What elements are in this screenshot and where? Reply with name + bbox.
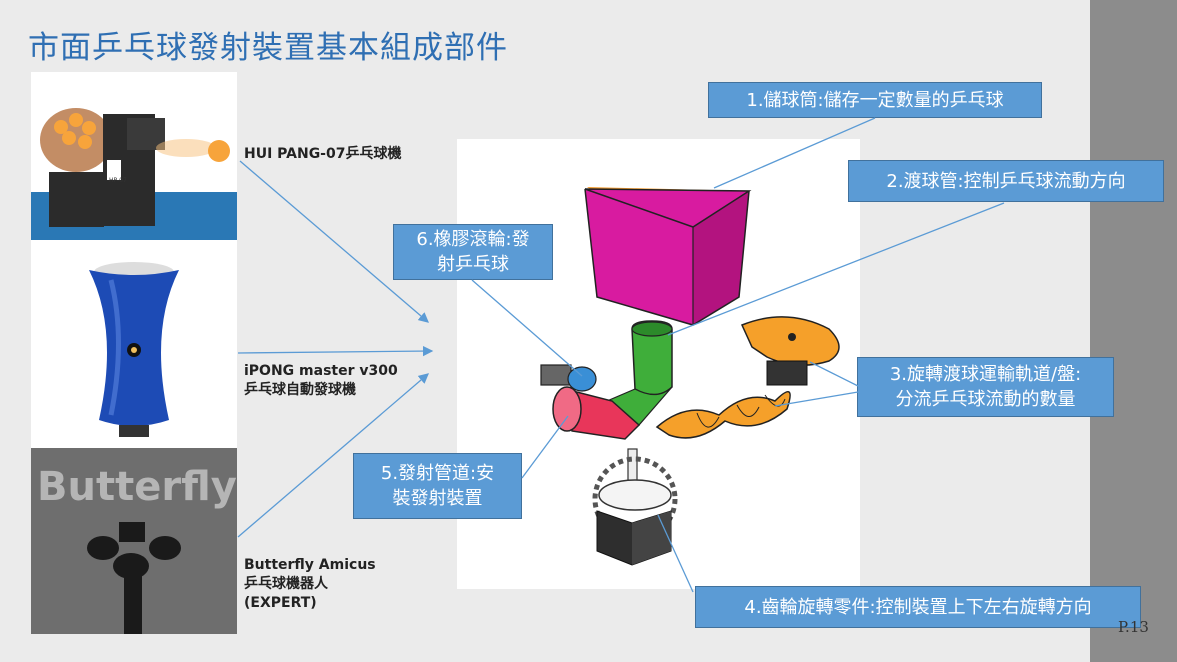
caption-butterfly: Butterfly Amicus 乒乓球機器人 (EXPERT) xyxy=(244,556,376,613)
page-number: P.13 xyxy=(1118,618,1149,636)
storage-bin-sketch xyxy=(584,187,752,326)
gear-rotation-sketch xyxy=(592,448,678,566)
callout-launch-tube-line1: 5.發射管道:安 xyxy=(380,463,495,484)
callout-rubber-wheel-line1: 6.橡膠滾輪:發 xyxy=(416,229,530,250)
callout-storage-bin: 1.儲球筒:儲存一定數量的乒乓球 xyxy=(708,82,1042,118)
caption-hui-pang-line1: HUI PANG-07乒乓球機 xyxy=(244,146,402,162)
right-sidebar-bar xyxy=(1090,0,1177,662)
rubber-wheel-sketch xyxy=(540,364,597,392)
photo-ipong-master xyxy=(31,240,237,448)
component-sketch-diagram xyxy=(457,139,860,589)
callout-rubber-wheel-line2: 射乒乓球 xyxy=(437,254,509,275)
callout-storage-bin-text: 1.儲球筒:儲存一定數量的乒乓球 xyxy=(746,89,1004,111)
ball-tube-sketch xyxy=(605,320,673,426)
callout-rotating-track: 3.旋轉渡球運輸軌道/盤: 分流乒乓球流動的數量 xyxy=(857,357,1114,417)
caption-hui-pang: HUI PANG-07乒乓球機 xyxy=(244,145,401,164)
caption-ipong-line1: iPONG master v300 xyxy=(244,363,398,379)
photo-hui-pang-07: HP-07 xyxy=(31,72,237,240)
callout-gear: 4.齒輪旋轉零件:控制裝置上下左右旋轉方向 xyxy=(695,586,1141,628)
caption-ipong: iPONG master v300 乒乓球自動發球機 xyxy=(244,362,398,400)
callout-ball-tube-text: 2.渡球管:控制乒乓球流動方向 xyxy=(886,170,1126,192)
caption-butterfly-line1: Butterfly Amicus xyxy=(244,557,376,573)
callout-gear-text: 4.齒輪旋轉零件:控制裝置上下左右旋轉方向 xyxy=(744,596,1092,618)
photo-butterfly-amicus: Butterfly xyxy=(31,448,237,634)
callout-rotating-track-line1: 3.旋轉渡球運輸軌道/盤: xyxy=(889,364,1082,385)
callout-rubber-wheel: 6.橡膠滾輪:發 射乒乓球 xyxy=(393,224,553,280)
callout-rotating-track-line2: 分流乒乓球流動的數量 xyxy=(895,389,1076,410)
caption-butterfly-line3: (EXPERT) xyxy=(244,595,317,611)
caption-ipong-line2: 乒乓球自動發球機 xyxy=(244,382,356,398)
slide-title: 市面乒乓球發射裝置基本組成部件 xyxy=(28,30,508,66)
launch-tube-sketch xyxy=(552,386,641,440)
svg-text:HP-07: HP-07 xyxy=(109,177,127,184)
callout-launch-tube: 5.發射管道:安 裝發射裝置 xyxy=(353,453,522,519)
callout-ball-tube: 2.渡球管:控制乒乓球流動方向 xyxy=(848,160,1164,202)
rotating-track-sketch xyxy=(655,316,840,439)
caption-butterfly-line2: 乒乓球機器人 xyxy=(244,576,328,592)
svg-text:Butterfly: Butterfly xyxy=(37,464,237,510)
callout-launch-tube-line2: 裝發射裝置 xyxy=(392,488,483,509)
